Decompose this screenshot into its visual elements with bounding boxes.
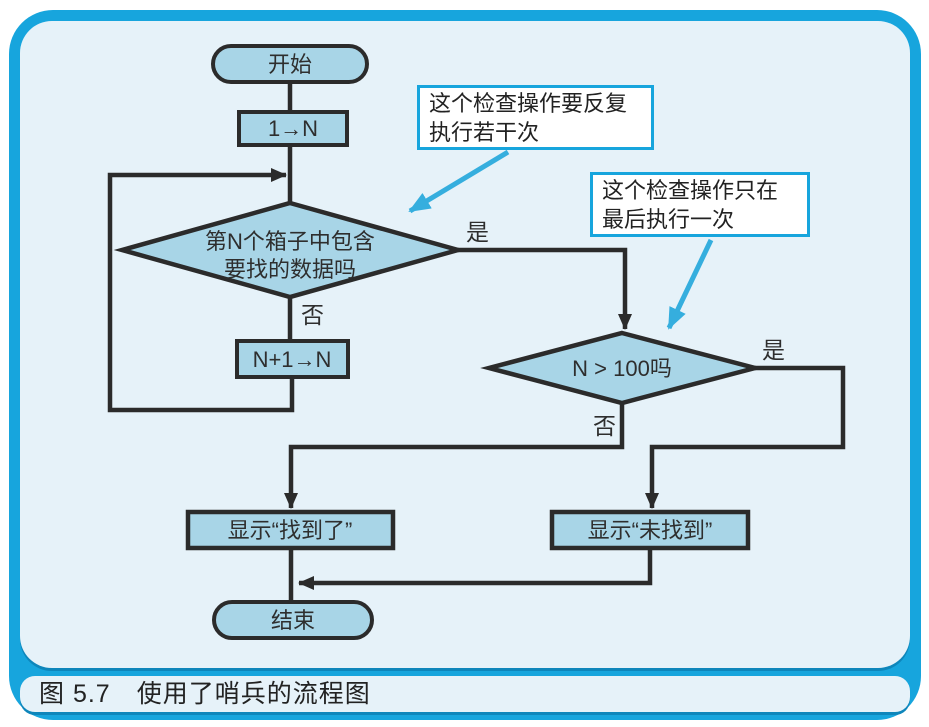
branch-yes1-label: 是 — [466, 219, 489, 245]
check-box-decision-node — [113, 200, 467, 300]
init-node-label: 1→N — [268, 116, 318, 141]
branch-no2-label: 否 — [593, 413, 616, 439]
display-found-node — [185, 509, 396, 551]
callout-once-line1: 这个检查操作只在 — [602, 178, 779, 203]
callout-repeat-line2: 执行若干次 — [429, 120, 540, 145]
figure-caption: 图 5.7 使用了哨兵的流程图 — [39, 680, 371, 708]
callout-once: 这个检查操作只在 最后执行一次 — [590, 172, 810, 237]
end-node — [212, 600, 374, 640]
branch-no1-label: 否 — [301, 302, 324, 328]
increment-node-label: N+1→N — [253, 347, 332, 372]
end-node-label: 结束 — [271, 608, 315, 633]
edge-check-yes-to-sentinel — [456, 247, 632, 330]
callout-once-arrow — [666, 238, 714, 330]
check-box-label-line1: 第N个箱子中包含 — [205, 229, 375, 254]
sentinel-decision-node — [480, 330, 764, 406]
edge-sentinel-yes-to-notfound — [645, 365, 846, 509]
branch-yes2-label: 是 — [762, 337, 785, 363]
display-notfound-label: 显示“未找到” — [588, 518, 713, 543]
edge-notfound-to-end — [298, 546, 653, 590]
check-box-label-line2: 要找的数据吗 — [224, 257, 356, 282]
callout-repeat-line1: 这个检查操作要反复 — [429, 91, 628, 116]
start-node-label: 开始 — [268, 52, 312, 77]
callout-once-line2: 最后执行一次 — [602, 207, 735, 232]
edge-sentinel-no-to-found — [284, 401, 625, 509]
figure-caption-bar: 图 5.7 使用了哨兵的流程图 — [20, 676, 910, 712]
start-node — [211, 44, 369, 84]
display-notfound-node — [549, 509, 751, 551]
sentinel-label: N > 100吗 — [572, 356, 672, 381]
init-node — [237, 110, 349, 147]
edge-loop-back — [107, 168, 295, 413]
display-found-label: 显示“找到了” — [228, 518, 353, 543]
increment-node — [235, 339, 350, 379]
callout-repeat: 这个检查操作要反复 执行若干次 — [417, 85, 654, 150]
callout-repeat-arrow — [408, 149, 510, 214]
